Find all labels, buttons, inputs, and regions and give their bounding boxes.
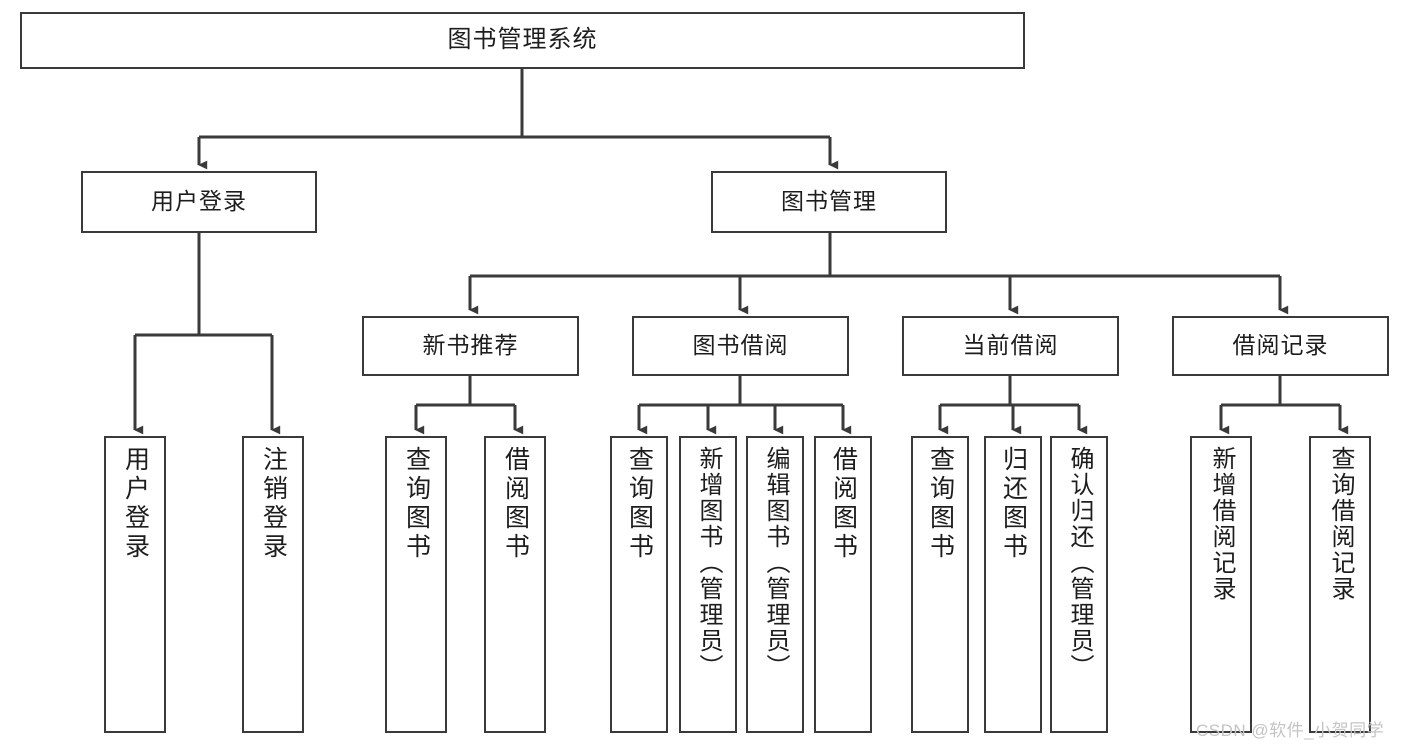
leaf-query-book-current-label: 查询图书 <box>926 446 955 562</box>
node-borrow-record-label: 借阅记录 <box>1232 332 1329 359</box>
leaf-edit-book[interactable]: 编辑图书（管理员） <box>746 436 804 733</box>
node-book-manage-label: 图书管理 <box>781 188 877 215</box>
node-root-label: 图书管理系统 <box>447 26 598 54</box>
leaf-borrow-book-rec-label: 借阅图书 <box>501 446 530 562</box>
leaf-query-book-rec[interactable]: 查询图书 <box>385 436 447 733</box>
leaf-add-borrow-record[interactable]: 新增借阅记录 <box>1190 436 1252 733</box>
leaf-add-book[interactable]: 新增图书（管理员） <box>679 436 737 733</box>
leaf-query-borrow-record-label: 查询借阅记录 <box>1327 446 1354 602</box>
leaf-confirm-return-label: 确认归还（管理员） <box>1066 446 1093 680</box>
leaf-query-book-borrow-label: 查询图书 <box>625 446 654 562</box>
leaf-logout-label: 注销登录 <box>259 446 288 562</box>
leaf-query-book-borrow[interactable]: 查询图书 <box>610 436 668 733</box>
leaf-logout[interactable]: 注销登录 <box>242 436 304 733</box>
leaf-return-book[interactable]: 归还图书 <box>984 436 1042 733</box>
leaf-user-login-label: 用户登录 <box>121 446 150 562</box>
leaf-confirm-return[interactable]: 确认归还（管理员） <box>1050 436 1108 733</box>
leaf-borrow-book-rec[interactable]: 借阅图书 <box>484 436 546 733</box>
node-user-login-label: 用户登录 <box>151 188 247 215</box>
node-new-book-recommend[interactable]: 新书推荐 <box>362 316 579 376</box>
node-borrow-record[interactable]: 借阅记录 <box>1172 316 1389 376</box>
node-new-book-recommend-label: 新书推荐 <box>422 332 519 359</box>
node-current-borrow[interactable]: 当前借阅 <box>902 316 1119 376</box>
node-current-borrow-label: 当前借阅 <box>962 332 1059 359</box>
leaf-query-borrow-record[interactable]: 查询借阅记录 <box>1309 436 1371 733</box>
node-user-login[interactable]: 用户登录 <box>81 171 317 233</box>
leaf-user-login[interactable]: 用户登录 <box>104 436 166 733</box>
leaf-add-book-label: 新增图书（管理员） <box>695 446 722 680</box>
leaf-edit-book-label: 编辑图书（管理员） <box>762 446 789 680</box>
leaf-query-book-rec-label: 查询图书 <box>402 446 431 562</box>
node-book-borrow[interactable]: 图书借阅 <box>632 316 849 376</box>
leaf-add-borrow-record-label: 新增借阅记录 <box>1208 446 1235 602</box>
leaf-borrow-book-label: 借阅图书 <box>829 446 858 562</box>
leaf-return-book-label: 归还图书 <box>999 446 1028 562</box>
csdn-watermark: CSDN @软件_小贺同学 <box>1196 721 1385 740</box>
node-book-manage[interactable]: 图书管理 <box>711 171 947 233</box>
node-root[interactable]: 图书管理系统 <box>20 12 1025 69</box>
leaf-query-book-current[interactable]: 查询图书 <box>911 436 969 733</box>
node-book-borrow-label: 图书借阅 <box>692 332 789 359</box>
leaf-borrow-book[interactable]: 借阅图书 <box>814 436 872 733</box>
